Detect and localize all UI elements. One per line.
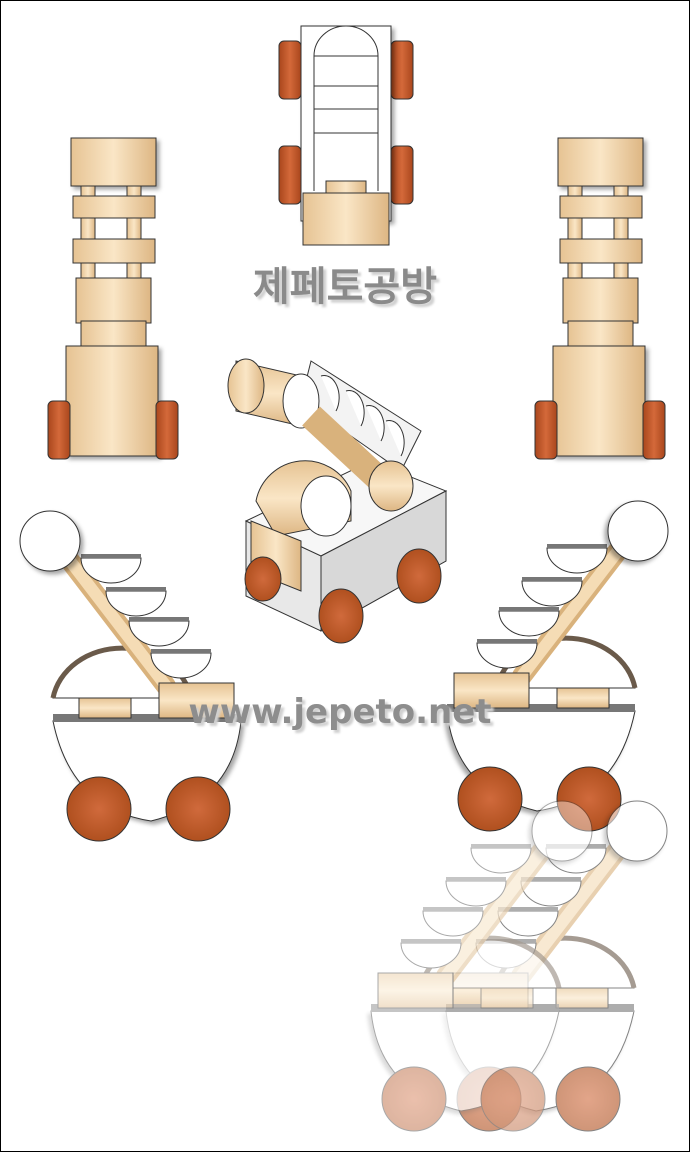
top-view — [278, 25, 414, 246]
wheel-bottom-left — [278, 145, 302, 205]
cylinder-top — [302, 192, 390, 246]
wheel-top-left — [278, 40, 302, 100]
wheel-top-right — [390, 40, 414, 100]
transparent-side-view — [371, 801, 667, 1131]
right-elevation — [535, 138, 665, 459]
left-elevation — [48, 138, 178, 459]
wheel-bottom-right — [390, 145, 414, 205]
isometric-view — [227, 358, 448, 644]
side-view-left — [20, 511, 241, 841]
url-watermark: www.jepeto.net — [188, 692, 491, 732]
brand-watermark: 제페토공방 — [253, 264, 437, 310]
side-view-right — [447, 501, 668, 831]
